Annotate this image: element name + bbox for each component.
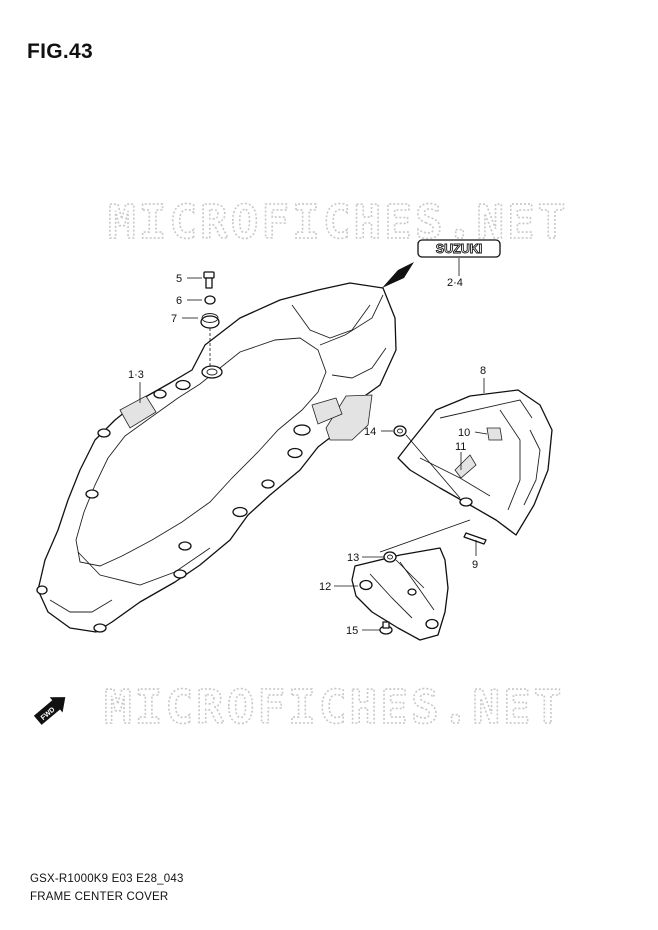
collar-part-6: [204, 295, 216, 305]
fwd-arrow-icon: FWD: [33, 697, 66, 725]
callout-11: 11: [455, 441, 466, 453]
figure-title: FIG.43: [27, 40, 93, 63]
fastener-part-15: [379, 621, 393, 635]
tape-part-9: [463, 532, 487, 545]
leader-lines: [139, 258, 488, 631]
bolt-part-5: [203, 271, 215, 289]
nut-part-13: [383, 551, 397, 563]
callout-2-4: 2·4: [447, 277, 463, 289]
callout-5: 5: [176, 273, 182, 285]
nut-part-14: [393, 425, 407, 437]
callout-10: 10: [458, 427, 470, 439]
watermark-bottom: MICROFICHES.NET: [104, 680, 564, 734]
callout-15: 15: [346, 625, 358, 637]
diagram-code: GSX-R1000K9 E03 E28_043: [30, 873, 184, 885]
callout-7: 7: [171, 313, 177, 325]
callout-13: 13: [347, 552, 359, 564]
emblem-text: SUZUKI: [436, 242, 483, 256]
callout-6: 6: [176, 295, 182, 307]
side-cover-part-8: [397, 389, 553, 536]
callout-12: 12: [319, 581, 331, 593]
suzuki-emblem: SUZUKI: [417, 239, 501, 258]
callout-1-3: 1·3: [128, 369, 144, 381]
emblem-arrow: [382, 262, 414, 288]
callout-8: 8: [480, 365, 486, 377]
lower-cover-part-12: [351, 547, 449, 641]
callout-9: 9: [472, 559, 478, 571]
diagram-caption: FRAME CENTER COVER: [30, 891, 169, 903]
frame-center-cover: [36, 282, 397, 633]
grommet-part-7: [200, 313, 220, 329]
callout-14: 14: [364, 426, 376, 438]
